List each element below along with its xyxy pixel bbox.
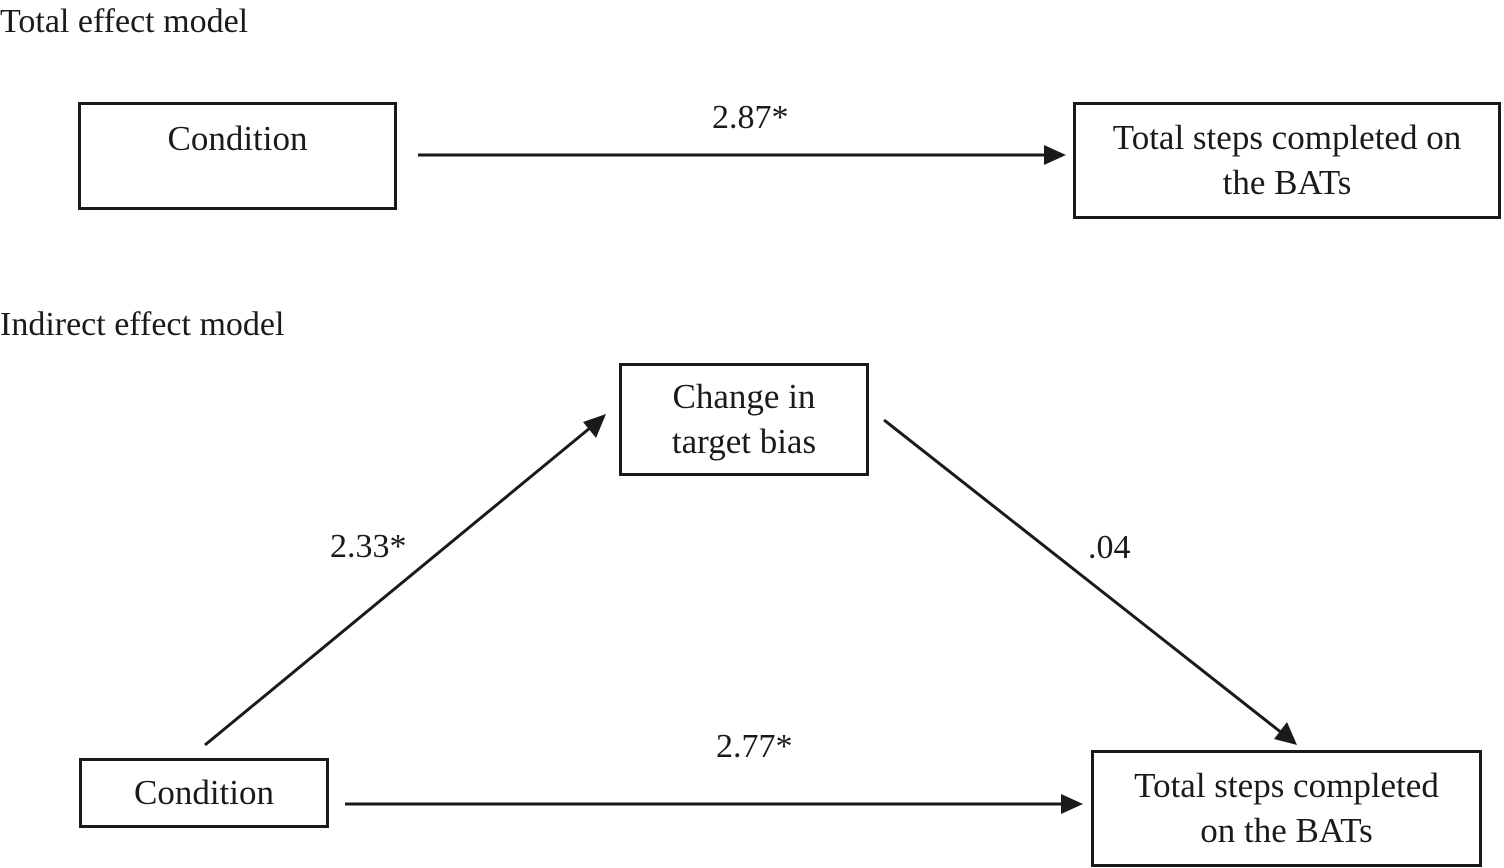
total-model-title: Total effect model <box>0 3 249 40</box>
total-predictor-box: Condition <box>78 102 397 210</box>
path-a-arrow <box>204 421 597 747</box>
path-c-prime-coefficient: 2.77* <box>716 728 793 765</box>
path-b-arrowhead <box>1274 722 1297 745</box>
indirect-outcome-box: Total steps completed on the BATs <box>1091 750 1482 867</box>
path-a-coefficient: 2.33* <box>330 528 407 565</box>
total-path-arrowhead <box>1044 145 1066 165</box>
indirect-predictor-box: Condition <box>79 758 329 828</box>
path-b-arrow <box>883 418 1288 739</box>
indirect-outcome-label: Total steps completed on the BATs <box>1134 766 1439 850</box>
path-c-prime-arrowhead <box>1061 794 1083 814</box>
total-path-coefficient: 2.87* <box>712 99 789 136</box>
indirect-model-title: Indirect effect model <box>0 306 285 343</box>
mediator-box: Change in target bias <box>619 363 869 476</box>
total-predictor-label: Condition <box>167 118 308 158</box>
mediator-label: Change in target bias <box>671 377 817 461</box>
path-a-arrowhead <box>583 414 606 438</box>
total-outcome-label: Total steps completed on the BATs <box>1112 118 1462 202</box>
total-outcome-box: Total steps completed on the BATs <box>1073 102 1501 219</box>
indirect-predictor-label: Condition <box>133 772 275 812</box>
path-b-coefficient: .04 <box>1088 529 1131 566</box>
